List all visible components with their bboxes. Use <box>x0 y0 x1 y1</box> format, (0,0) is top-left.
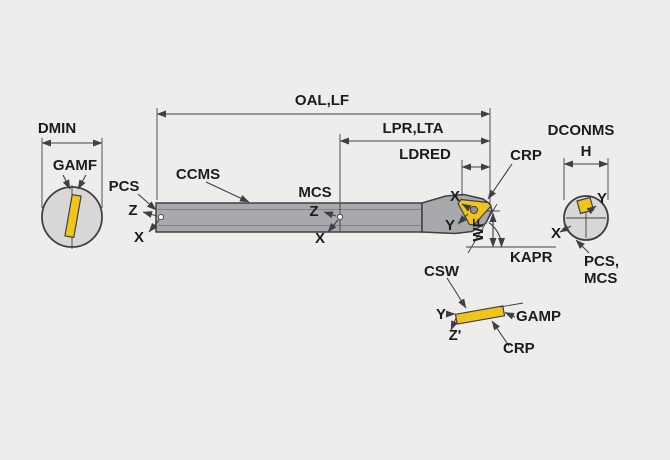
shank-side-view <box>137 163 513 235</box>
gamp-leader <box>504 311 516 320</box>
insert-detail-view <box>446 277 524 347</box>
label-pcs-mcs-2: MCS <box>584 270 617 287</box>
y-axis-arrow <box>457 213 469 225</box>
z-axis-arrow <box>323 211 337 219</box>
label-lpr-lta: LPR,LTA <box>382 120 443 137</box>
label-pcs-mcs-1: PCS, <box>584 253 619 270</box>
kapr-angle-arc <box>488 221 506 248</box>
label-mcs: MCS <box>298 184 331 201</box>
gamf-angle-arrow <box>77 174 87 190</box>
x-axis-arrow <box>559 224 572 233</box>
label-dconms: DCONMS <box>548 122 615 139</box>
insert-edge-group <box>64 193 82 239</box>
label-y-end: Y <box>597 190 607 207</box>
label-y-detail: Y <box>436 306 446 323</box>
insert-end-view <box>576 196 595 215</box>
label-dmin: DMIN <box>38 120 76 137</box>
dmin-end-view <box>41 138 103 249</box>
x-axis-arrow <box>148 219 160 233</box>
insert-edge-view <box>64 193 82 239</box>
pcs-leader <box>137 193 157 211</box>
label-x-shank: X <box>134 229 144 246</box>
z-axis-arrow <box>142 211 158 218</box>
y-axis-arrow <box>586 205 597 215</box>
shank-body <box>155 202 423 233</box>
csw-leader <box>446 277 467 309</box>
ccms-leader <box>205 181 250 203</box>
label-crp-detail: CRP <box>503 340 535 357</box>
label-x-mid: X <box>315 230 325 247</box>
dconms-end-view <box>559 158 609 254</box>
label-kapr: KAPR <box>510 249 553 266</box>
label-crp-head: CRP <box>510 147 542 164</box>
dimension-lines <box>156 108 556 254</box>
label-ldred: LDRED <box>399 146 451 163</box>
label-csw: CSW <box>424 263 460 280</box>
labels: DMIN GAMF PCS CCMS MCS OAL,LF LPR,LTA LD… <box>38 92 619 357</box>
insert-side-view <box>454 305 506 325</box>
label-pcs: PCS <box>109 178 140 195</box>
pcs-mcs-leader <box>575 239 590 254</box>
label-h: H <box>581 143 592 160</box>
label-gamp: GAMP <box>516 308 561 325</box>
label-gamf: GAMF <box>53 157 97 174</box>
label-oal-lf: OAL,LF <box>295 92 349 109</box>
label-z-mid: Z <box>309 203 318 220</box>
cutting-edge-line <box>467 203 498 254</box>
label-x-head: X <box>450 188 460 205</box>
gamp-reference-line <box>499 302 524 308</box>
label-z-shank: Z <box>128 202 137 219</box>
crp-leader <box>487 163 513 200</box>
label-x-end: X <box>551 225 561 242</box>
label-ccms: CCMS <box>176 166 220 183</box>
crp-detail-leader <box>491 320 510 347</box>
label-z-detail: Z' <box>449 327 462 344</box>
mcs-origin-point <box>336 213 344 221</box>
gamf-angle-arrow <box>62 174 71 190</box>
z-axis-arrow <box>450 317 458 331</box>
label-wf: WF <box>470 218 487 241</box>
pcs-origin-point <box>157 213 165 221</box>
label-y-head: Y <box>445 217 455 234</box>
x-axis-arrow <box>461 203 472 212</box>
insert-screw <box>469 205 479 215</box>
x-axis-arrow <box>327 219 339 233</box>
